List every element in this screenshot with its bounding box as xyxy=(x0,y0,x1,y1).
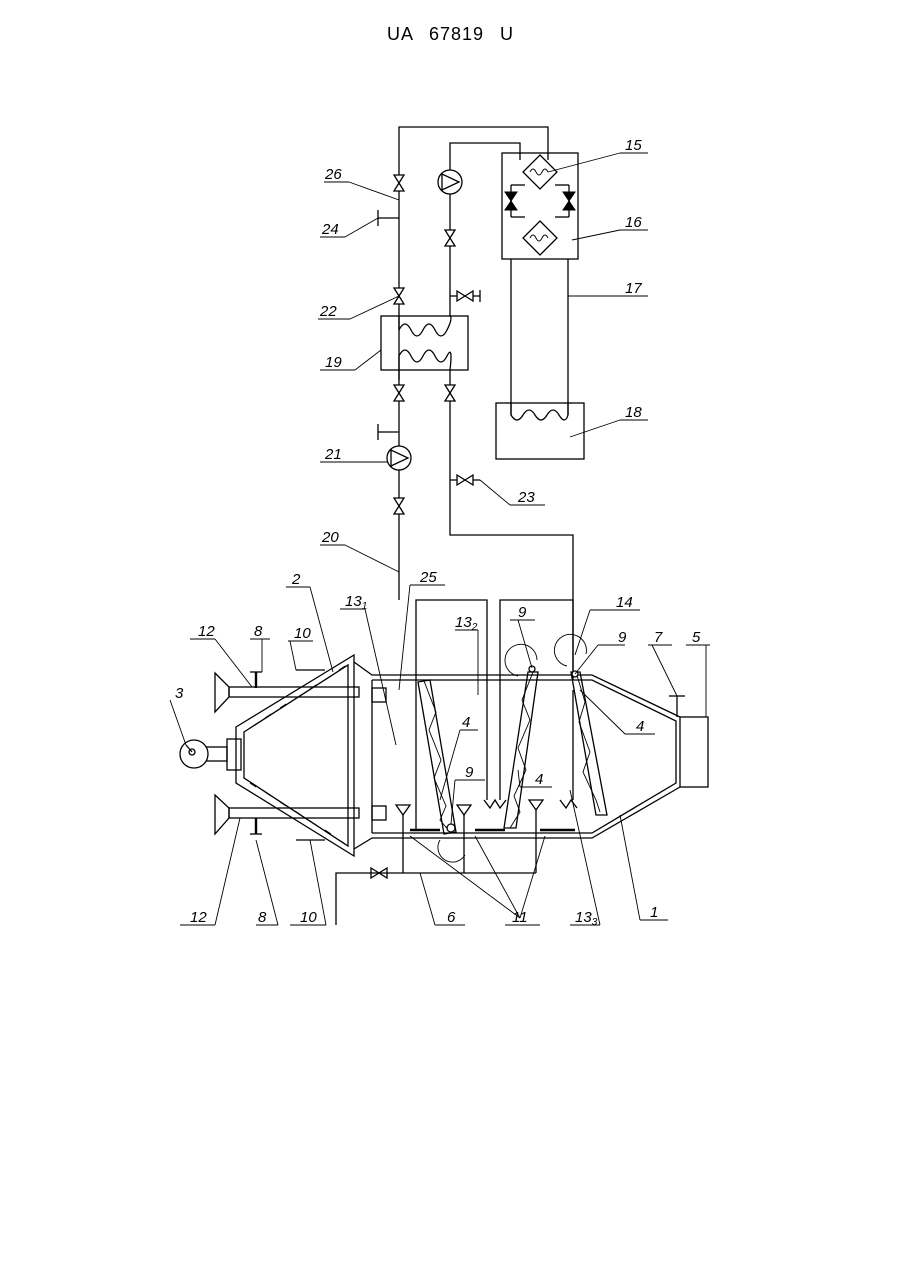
label-5: 5 xyxy=(692,629,701,646)
label-13-3: 133 xyxy=(575,909,598,928)
upper-piping xyxy=(378,127,573,670)
heat-exchanger-19 xyxy=(381,316,468,370)
shelves-4 xyxy=(418,666,607,834)
pump-upper xyxy=(438,170,462,194)
label-15: 15 xyxy=(625,137,642,154)
label-13-2: 132 xyxy=(455,614,478,633)
label-10a: 10 xyxy=(294,625,311,642)
label-3: 3 xyxy=(175,685,184,702)
label-8b: 8 xyxy=(258,909,267,926)
label-13-2-sub: 2 xyxy=(471,622,478,633)
label-22: 22 xyxy=(319,303,337,320)
labels: 15 16 17 18 26 24 22 19 21 23 20 25 2 13… xyxy=(175,137,701,928)
label-23: 23 xyxy=(517,489,535,506)
label-18: 18 xyxy=(625,404,642,421)
burner-assembly xyxy=(180,655,359,856)
label-9a: 9 xyxy=(518,604,527,621)
label-7: 7 xyxy=(654,629,663,646)
label-4a: 4 xyxy=(462,714,470,731)
label-24: 24 xyxy=(321,221,339,238)
drum-1 xyxy=(354,662,708,849)
label-9c: 9 xyxy=(465,764,474,781)
label-25: 25 xyxy=(419,569,437,586)
label-6: 6 xyxy=(447,909,456,926)
label-9b: 9 xyxy=(618,629,627,646)
tank-18 xyxy=(496,403,584,459)
nozzles-11 xyxy=(336,800,543,925)
label-14: 14 xyxy=(616,594,633,611)
label-16: 16 xyxy=(625,214,642,231)
pump-21 xyxy=(387,446,411,470)
label-13-3-main: 13 xyxy=(575,909,592,926)
label-13-1-sub: 1 xyxy=(362,601,368,612)
label-13-2-main: 13 xyxy=(455,614,472,631)
label-8a: 8 xyxy=(254,623,263,640)
label-26: 26 xyxy=(324,166,342,183)
label-11: 11 xyxy=(512,909,528,926)
label-10b: 10 xyxy=(300,909,317,926)
label-12b: 12 xyxy=(190,909,207,926)
label-13-1-main: 13 xyxy=(345,593,362,610)
label-1: 1 xyxy=(650,904,658,921)
valves xyxy=(371,175,473,878)
chambers-13 xyxy=(416,600,577,830)
label-21: 21 xyxy=(324,446,342,463)
label-20: 20 xyxy=(321,529,339,546)
label-17: 17 xyxy=(625,280,642,297)
label-2: 2 xyxy=(291,571,301,588)
label-4c: 4 xyxy=(636,718,644,735)
label-13-3-sub: 3 xyxy=(592,917,598,928)
label-13-1: 131 xyxy=(345,593,367,612)
label-4b: 4 xyxy=(535,771,543,788)
pipes-17 xyxy=(511,259,568,415)
label-19: 19 xyxy=(325,354,342,371)
refrigeration-unit-16 xyxy=(502,153,578,259)
label-12a: 12 xyxy=(198,623,215,640)
